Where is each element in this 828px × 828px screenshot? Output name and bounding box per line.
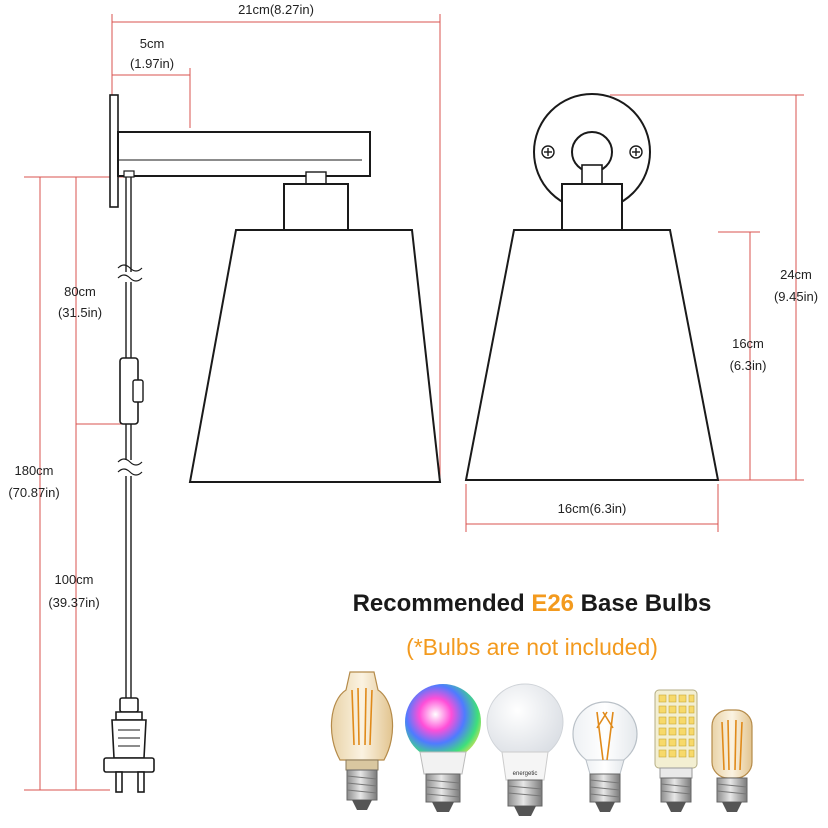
cord-total-cm-label: 180cm — [14, 463, 53, 478]
shade-height-in-label: (6.3in) — [730, 358, 767, 373]
power-plug — [103, 697, 155, 793]
height-cm-label: 24cm — [780, 267, 812, 282]
a19-filament-bulb-icon — [572, 701, 638, 812]
cord-plug-cm-label: 100cm — [54, 572, 93, 587]
lamp-socket — [305, 171, 327, 185]
shade-height-cm-label: 16cm — [732, 336, 764, 351]
mounting-screw-left — [541, 145, 555, 159]
shade-width-label: 16cm(6.3in) — [558, 501, 627, 516]
lamp-front-view — [464, 93, 720, 481]
lamp-shade-front — [464, 229, 720, 481]
arm-length-in-label: (1.97in) — [130, 56, 174, 71]
dimension-lines — [24, 14, 804, 791]
wall-plate — [109, 94, 119, 208]
headline-e26: E26 — [531, 590, 574, 617]
lamp-side-view — [109, 94, 442, 483]
total-width-label: 21cm(8.27in) — [238, 2, 314, 17]
st64-filament-bulb-icon — [330, 671, 394, 810]
bulb-brand-label: energetic — [513, 771, 538, 777]
rgb-smart-bulb-icon — [405, 684, 481, 812]
dimension-labels: 21cm(8.27in) 5cm (1.97in) 80cm (31.5in) … — [8, 2, 818, 610]
cord-plug-in-label: (39.37in) — [48, 595, 99, 610]
cord-switch-cm-label: 80cm — [64, 284, 96, 299]
height-in-label: (9.45in) — [774, 289, 818, 304]
recommended-bulbs-title: Recommended E26 Base Bulbs — [353, 590, 712, 617]
headline-part2: Base Bulbs — [574, 590, 711, 617]
corn-led-bulb-icon — [654, 689, 698, 812]
cord-total-in-label: (70.87in) — [8, 485, 59, 500]
arm-length-cm-label: 5cm — [140, 36, 165, 51]
t10-tube-filament-bulb-icon — [711, 709, 753, 812]
headline: Recommended E26 Base Bulbs (*Bulbs are n… — [353, 590, 712, 660]
bulb-row: energetic — [330, 671, 753, 816]
cord-switch-in-label: (31.5in) — [58, 305, 102, 320]
mounting-screw-right — [629, 145, 643, 159]
lamp-arm — [117, 131, 371, 177]
a19-led-bulb-icon: energetic — [486, 683, 564, 816]
bulbs-not-included-note: (*Bulbs are not included) — [406, 634, 658, 660]
headline-part1: Recommended — [353, 590, 532, 617]
lamp-shade-side — [188, 229, 442, 483]
power-cord — [103, 177, 155, 793]
